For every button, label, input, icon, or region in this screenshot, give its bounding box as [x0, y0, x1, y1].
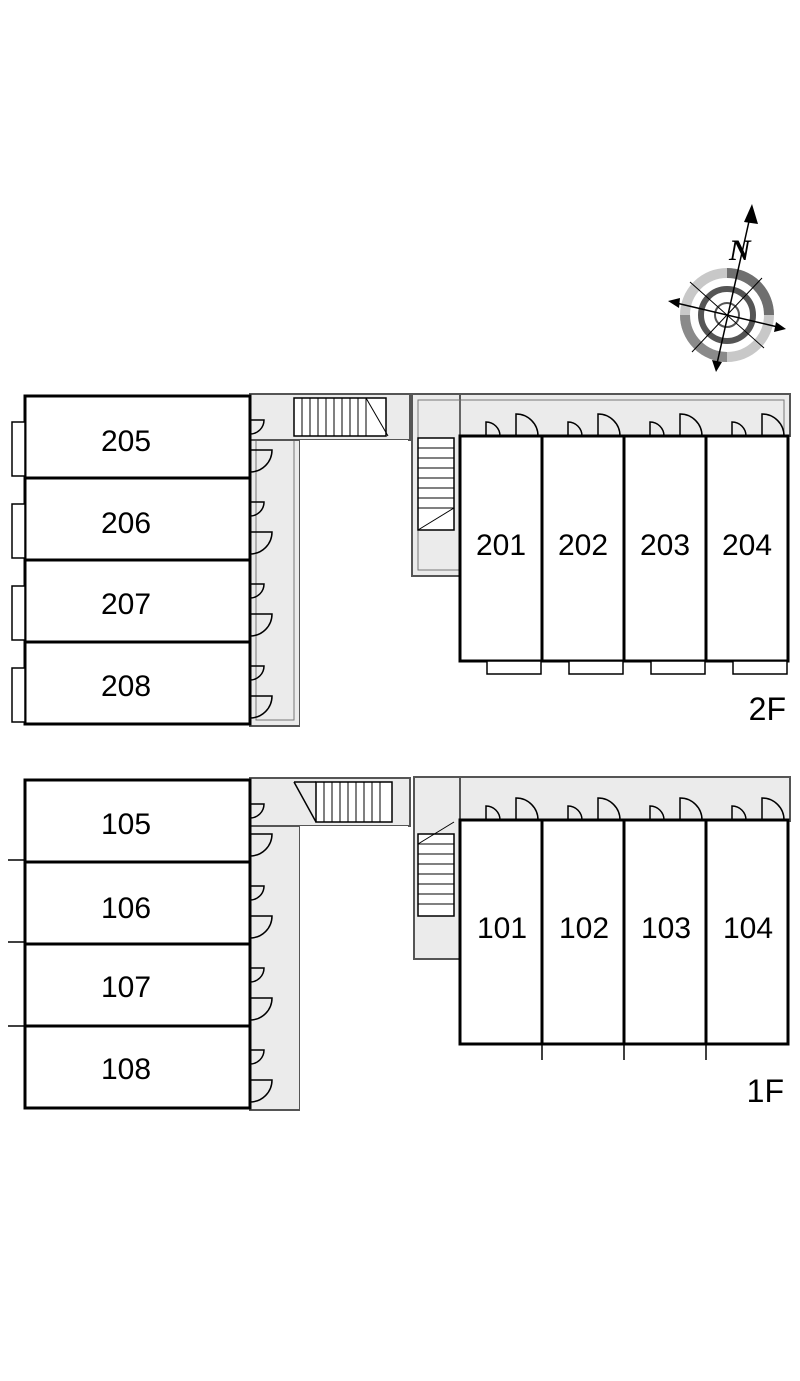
balcony — [650, 660, 706, 675]
floor-1-west-room-107: 107 — [8, 942, 273, 1028]
floor-2-plan: 205 206 207 208 20 — [11, 393, 791, 730]
balcony — [568, 660, 624, 675]
room-number: 107 — [101, 971, 151, 1004]
door-icon — [515, 797, 539, 821]
room-number: 103 — [641, 912, 691, 945]
floor-1-staircase-north — [293, 781, 393, 823]
room-number: 106 — [101, 892, 151, 925]
room-number: 201 — [476, 529, 526, 562]
compass-north-label: N — [728, 234, 752, 267]
floor-2-staircase-east — [417, 437, 455, 531]
floor-2-west-room-207: 207 — [11, 558, 273, 644]
room-number: 203 — [640, 529, 690, 562]
floor-2-west-room-208: 208 — [11, 640, 273, 726]
floor-1-west-room-108: 108 — [23, 1024, 273, 1110]
floor-1-plan: 105 106 107 108 101 — [8, 776, 791, 1114]
door-icon — [249, 419, 265, 435]
door-icon — [731, 805, 747, 821]
floor-1-west-room-105: 105 — [8, 778, 273, 864]
room-number: 101 — [477, 912, 527, 945]
room-number: 102 — [559, 912, 609, 945]
balcony — [732, 660, 788, 675]
door-icon — [649, 805, 665, 821]
door-icon — [567, 421, 583, 437]
door-icon — [249, 915, 273, 939]
floor-2-east-room-201: 201 — [458, 413, 544, 675]
floor-1-label: 1F — [747, 1073, 784, 1109]
door-icon — [485, 421, 501, 437]
floor-2-staircase-north — [293, 397, 389, 437]
floor-1-east-room-101: 101 — [458, 797, 544, 1060]
room-number: 206 — [101, 507, 151, 540]
door-icon — [679, 413, 703, 437]
balcony — [11, 503, 26, 559]
floor-2-east-room-203: 203 — [622, 413, 708, 675]
door-icon — [731, 421, 747, 437]
door-icon — [515, 413, 539, 437]
door-icon — [249, 501, 265, 517]
door-icon — [249, 803, 265, 819]
door-icon — [761, 797, 785, 821]
room-number: 202 — [558, 529, 608, 562]
room-number: 204 — [722, 529, 772, 562]
floor-2-label: 2F — [749, 691, 786, 727]
floor-1-west-corridor — [249, 777, 301, 1111]
door-icon — [249, 613, 273, 637]
door-icon — [679, 797, 703, 821]
balcony — [11, 667, 26, 723]
room-number: 108 — [101, 1053, 151, 1086]
door-icon — [249, 833, 273, 857]
door-icon — [597, 413, 621, 437]
door-icon — [249, 583, 265, 599]
floor-1-east-room-104: 104 — [704, 797, 790, 1046]
floor-1-west-room-106: 106 — [8, 860, 273, 946]
door-icon — [249, 885, 265, 901]
door-icon — [249, 1079, 273, 1103]
room-number: 208 — [101, 670, 151, 703]
door-icon — [649, 421, 665, 437]
room-number: 105 — [101, 808, 151, 841]
floor-2-east-corridor — [411, 393, 791, 437]
door-icon — [249, 531, 273, 555]
door-icon — [249, 695, 273, 719]
room-number: 207 — [101, 588, 151, 621]
door-icon — [249, 967, 265, 983]
balcony — [11, 421, 26, 477]
door-icon — [249, 665, 265, 681]
room-number: 104 — [723, 912, 773, 945]
door-icon — [249, 449, 273, 473]
compass: N — [668, 204, 786, 372]
floor-1-east-room-102: 102 — [540, 797, 626, 1060]
floor-2-west-corridor — [249, 393, 301, 727]
floor-2-east-room-204: 204 — [704, 413, 790, 675]
door-icon — [485, 805, 501, 821]
floor-2-west-room-205: 205 — [11, 394, 273, 480]
door-icon — [249, 1049, 265, 1065]
room-number: 205 — [101, 425, 151, 458]
floor-2-east-room-202: 202 — [540, 413, 626, 675]
floor-2-west-room-206: 206 — [11, 476, 273, 562]
door-icon — [597, 797, 621, 821]
door-icon — [567, 805, 583, 821]
compass-rose-icon — [668, 204, 786, 372]
floor-1-staircase-east — [417, 821, 455, 917]
door-icon — [249, 997, 273, 1021]
floor-1-east-room-103: 103 — [622, 797, 708, 1060]
balcony — [11, 585, 26, 641]
balcony — [486, 660, 542, 675]
door-icon — [761, 413, 785, 437]
